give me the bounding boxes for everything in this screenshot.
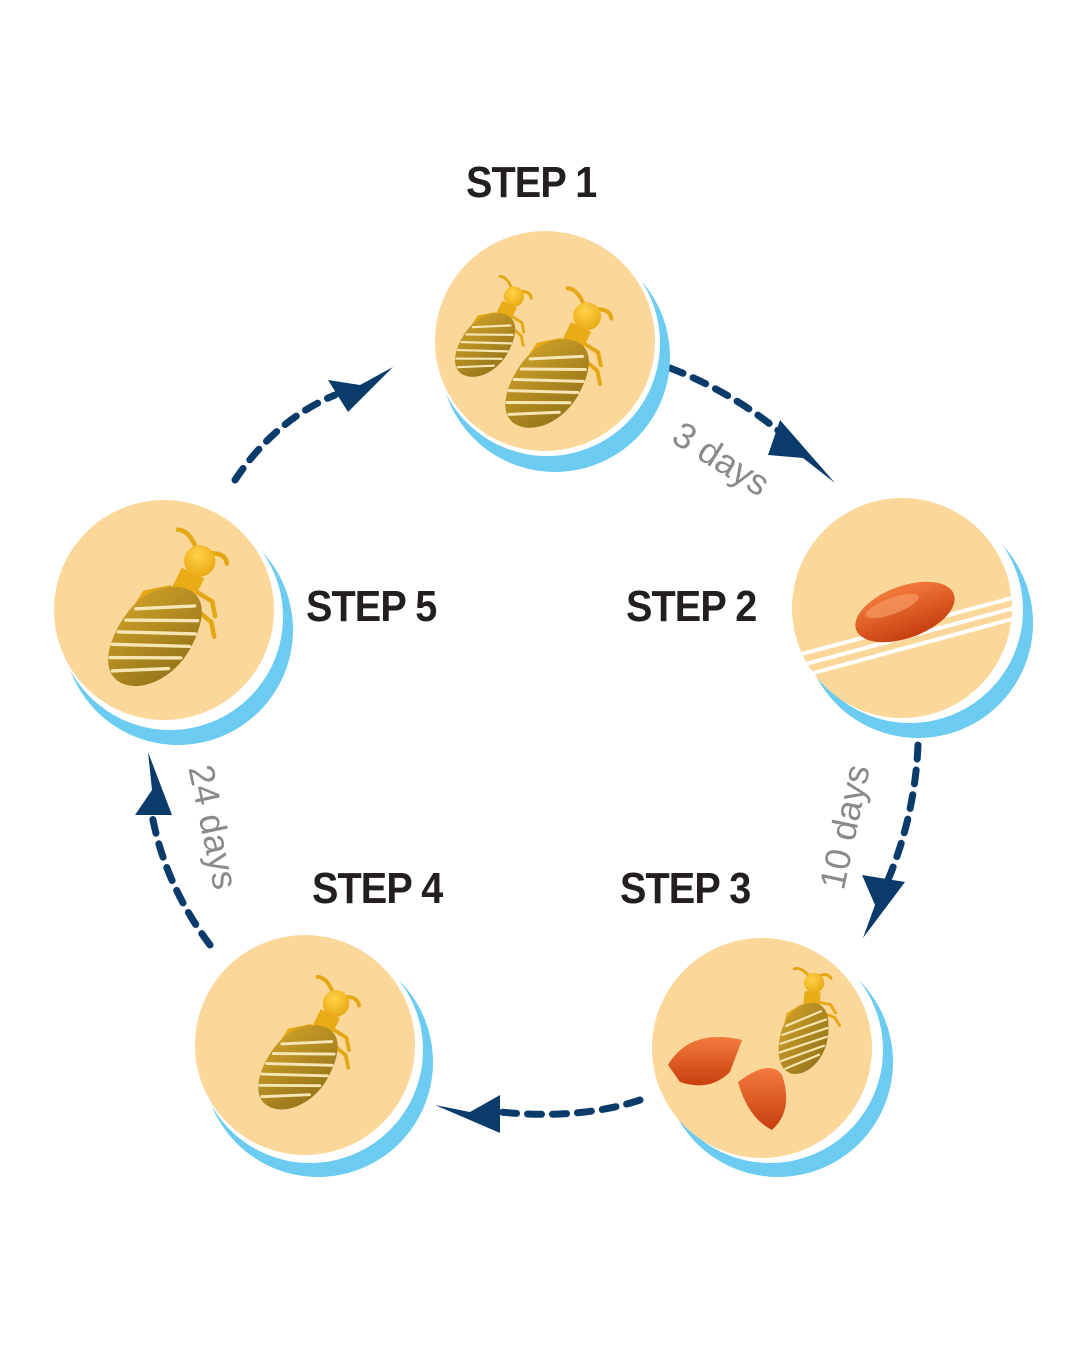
step3-label: STEP 3: [620, 864, 751, 913]
step4-label: STEP 4: [312, 864, 443, 913]
hatched-nit-icon: [668, 1037, 787, 1130]
arrowhead-step3: [862, 875, 905, 938]
arrowhead-step4: [435, 1095, 500, 1133]
step4-circle: [195, 935, 433, 1177]
step5-label: STEP 5: [306, 582, 437, 631]
arrow-step3-to-step4: [496, 1096, 644, 1118]
arrowhead-step2: [768, 420, 835, 483]
step2-circle: [792, 497, 1033, 738]
step1-label: STEP 1: [466, 158, 597, 207]
nit-icon: [855, 581, 955, 643]
arrowheads: [135, 367, 905, 1133]
arrow-step2-to-step3: [884, 741, 922, 884]
arrowhead-step5: [135, 752, 172, 815]
step2-label: STEP 2: [626, 582, 757, 631]
step5-circle: [54, 500, 293, 745]
step1-circle: [434, 230, 670, 472]
arrowhead-step1: [328, 367, 393, 412]
arrow-step4-to-step5: [148, 811, 214, 949]
arrow-step5-to-step1: [231, 391, 339, 484]
step3-circle: [652, 937, 893, 1177]
